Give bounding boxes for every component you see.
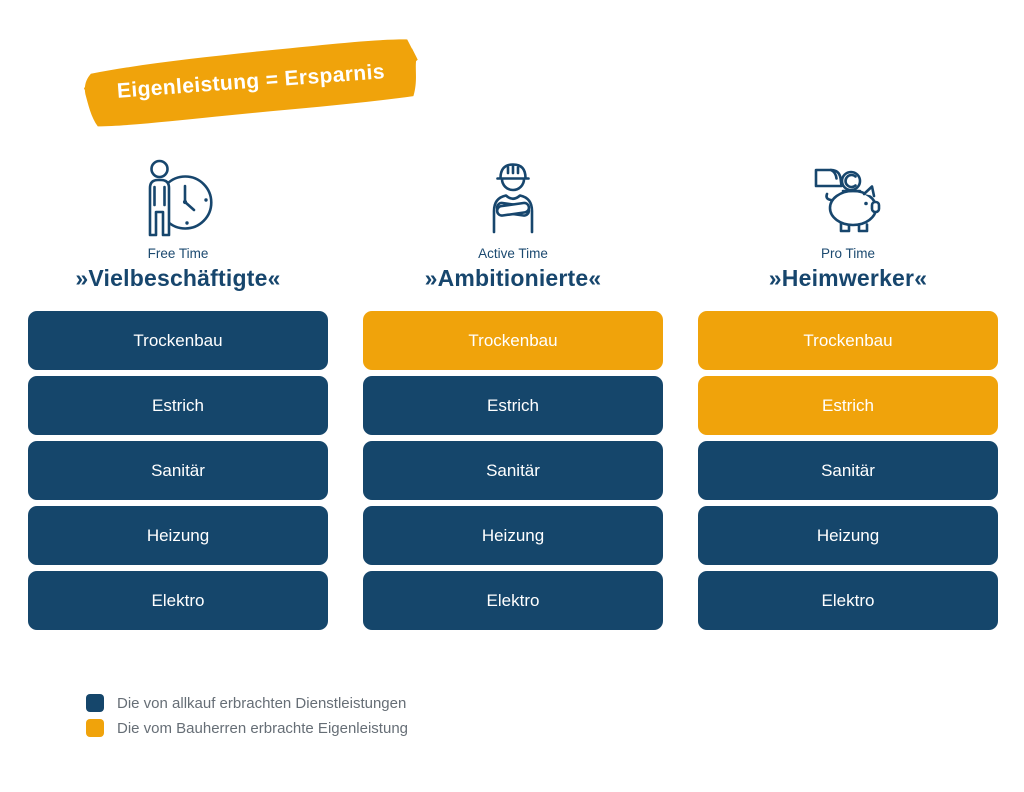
column-subtitle: Pro Time (820, 246, 875, 261)
navy-swatch-icon (86, 694, 104, 712)
bar-sanitaer: Sanitär (698, 441, 998, 500)
bar-list: Trockenbau Estrich Sanitär Heizung Elekt… (28, 311, 328, 630)
bar-heizung: Heizung (363, 506, 663, 565)
legend: Die von allkauf erbrachten Dienstleistun… (86, 694, 408, 744)
bar-trockenbau: Trockenbau (28, 311, 328, 370)
banner-title: Eigenleistung = Ersparnis (116, 60, 386, 103)
comparison-columns: Free Time »Vielbeschäftigte« Trockenbau … (28, 158, 998, 636)
bar-trockenbau: Trockenbau (363, 311, 663, 370)
column-title: »Ambitionierte« (424, 265, 602, 291)
bar-heizung: Heizung (698, 506, 998, 565)
bar-estrich: Estrich (363, 376, 663, 435)
bar-heizung: Heizung (28, 506, 328, 565)
bar-elektro: Elektro (363, 571, 663, 630)
column-subtitle: Free Time (147, 246, 209, 261)
bar-sanitaer: Sanitär (363, 441, 663, 500)
column-title: »Vielbeschäftigte« (75, 265, 281, 291)
column-vielbeschaeftigte: Free Time »Vielbeschäftigte« Trockenbau … (28, 158, 328, 636)
bar-estrich: Estrich (698, 376, 998, 435)
bar-elektro: Elektro (698, 571, 998, 630)
legend-label: Die vom Bauherren erbrachte Eigenleistun… (117, 719, 408, 737)
legend-label: Die von allkauf erbrachten Dienstleistun… (117, 694, 407, 712)
column-heimwerker: Pro Time »Heimwerker« Trockenbau Estrich… (698, 158, 998, 636)
banner: Eigenleistung = Ersparnis (80, 34, 423, 133)
legend-item-own-work: Die vom Bauherren erbrachte Eigenleistun… (86, 719, 408, 737)
bar-list: Trockenbau Estrich Sanitär Heizung Elekt… (698, 311, 998, 630)
brush-stroke-shape (83, 39, 418, 127)
bar-elektro: Elektro (28, 571, 328, 630)
bar-trockenbau: Trockenbau (698, 311, 998, 370)
worker-icon (363, 158, 663, 238)
column-subtitle: Active Time (478, 246, 548, 261)
person-clock-icon (28, 158, 328, 238)
orange-swatch-icon (86, 719, 104, 737)
column-title: »Heimwerker« (768, 265, 928, 291)
legend-item-services: Die von allkauf erbrachten Dienstleistun… (86, 694, 408, 712)
column-ambitionierte: Active Time »Ambitionierte« Trockenbau E… (363, 158, 663, 636)
bar-estrich: Estrich (28, 376, 328, 435)
bar-list: Trockenbau Estrich Sanitär Heizung Elekt… (363, 311, 663, 630)
piggy-bank-icon (698, 158, 998, 238)
bar-sanitaer: Sanitär (28, 441, 328, 500)
